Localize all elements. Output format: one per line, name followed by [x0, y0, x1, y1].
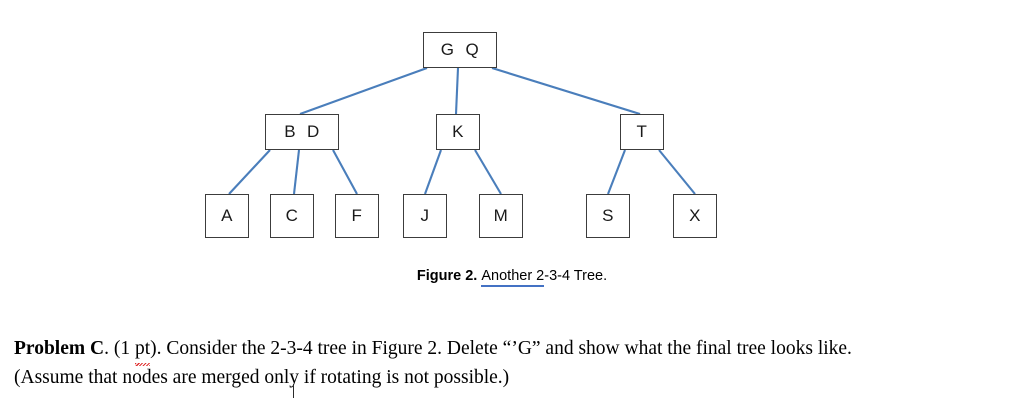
tree-node-c[interactable]: C — [270, 194, 314, 238]
tree-edge-root-to-k — [454, 67, 460, 115]
tree-node-keys: A — [221, 207, 233, 226]
tree-key-M: M — [493, 205, 509, 225]
tree-edge-k-to-m — [474, 149, 502, 195]
tree-edge-t-to-s — [607, 149, 626, 195]
tree-node-a[interactable]: A — [205, 194, 249, 238]
problem-line2: (Assume that nodes are merged only if ro… — [14, 367, 510, 388]
tree-node-s[interactable]: S — [586, 194, 630, 238]
tree-edge-bd-to-a — [228, 149, 271, 195]
figure-caption-flagged-text[interactable]: Another 2 — [481, 268, 545, 287]
tree-node-keys: X — [689, 207, 701, 226]
tree-node-j[interactable]: J — [403, 194, 447, 238]
tree-node-keys: F — [352, 207, 363, 226]
tree-node-f[interactable]: F — [335, 194, 379, 238]
tree-edge-bd-to-c — [292, 149, 301, 195]
tree-key-K: K — [452, 121, 464, 141]
misspelled-word-pt[interactable]: pt — [134, 334, 151, 366]
tree-edge-t-to-x — [658, 149, 696, 195]
tree-key-A: A — [221, 205, 233, 225]
tree-edge-root-to-bd — [299, 67, 428, 115]
tree-key-B: B — [284, 121, 297, 141]
tree-key-Q: Q — [465, 39, 480, 59]
text-cursor-caret — [293, 384, 295, 398]
tree-key-G: G — [440, 39, 455, 59]
problem-statement: Problem C. (1 pt). Consider the 2-3-4 tr… — [14, 334, 1014, 392]
tree-edge-bd-to-f — [332, 149, 358, 195]
tree-edge-layer — [228, 66, 696, 195]
tree-node-x[interactable]: X — [673, 194, 717, 238]
tree-node-keys: J — [421, 207, 430, 226]
tree-node-k[interactable]: K — [436, 114, 480, 150]
tree-node-keys: S — [602, 207, 614, 226]
tree-key-D: D — [307, 121, 320, 141]
tree-edge-root-to-t — [491, 66, 641, 116]
tree-key-F: F — [351, 205, 363, 225]
tree-node-keys: M — [494, 207, 509, 226]
tree-key-T: T — [636, 121, 648, 141]
figure-caption: Figure 2. Another 2-3-4 Tree. — [0, 268, 1024, 287]
problem-line1-b: ). Consider the 2-3-4 tree in Figure 2. … — [150, 338, 852, 359]
figure-caption-label: Figure 2. — [416, 268, 478, 284]
tree-node-keys: T — [637, 123, 648, 142]
tree-key-X: X — [689, 205, 701, 225]
figure-caption-rest: -3-4 Tree. — [544, 268, 608, 284]
tree-key-J: J — [420, 205, 430, 225]
problem-label: Problem C — [14, 338, 105, 359]
tree-node-t[interactable]: T — [620, 114, 664, 150]
tree-key-C: C — [285, 205, 299, 225]
tree-node-keys: C — [286, 207, 299, 226]
tree-node-m[interactable]: M — [479, 194, 523, 238]
tree-edge-k-to-j — [424, 149, 442, 195]
tree-node-keys: K — [452, 123, 464, 142]
tree-key-S: S — [602, 205, 614, 225]
problem-line1-a: . (1 — [104, 338, 135, 359]
